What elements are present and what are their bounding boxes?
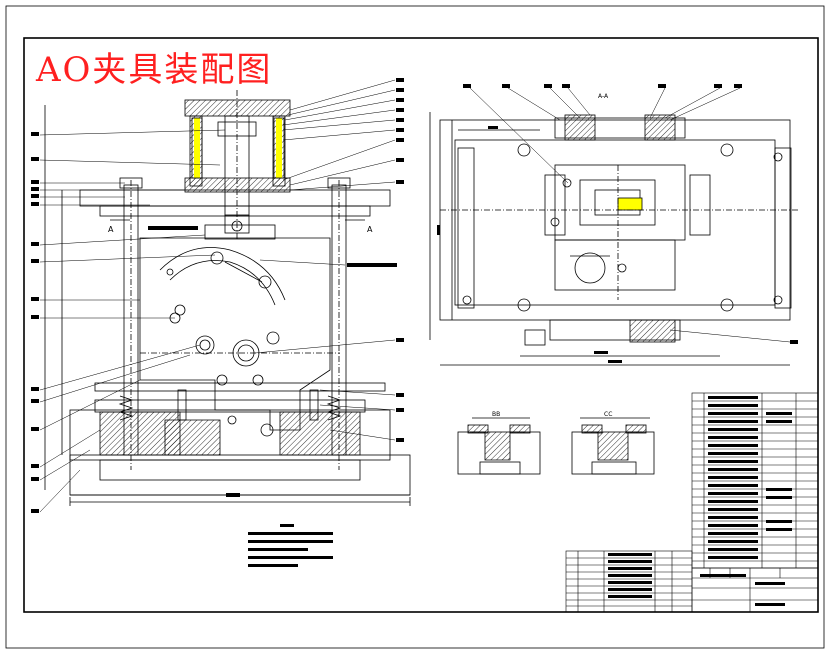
top-view [429,112,800,366]
parts-list-text-marks [608,396,792,606]
top-view-callouts [437,84,798,363]
drawing-title: AO夹具装配图 [36,50,273,90]
section-label-a-right: A [367,225,373,234]
section-label-bb: BB [492,411,500,418]
section-view-bb [457,417,541,475]
top-view-leaders [469,87,791,343]
front-view-callouts [31,78,404,513]
section-view-cc [571,417,655,475]
outer-frame [5,5,825,649]
front-view-leaders [39,79,396,513]
section-label-cc: CC [604,411,612,418]
section-label-a-left: A [108,225,114,234]
front-view [44,90,411,506]
parts-list-table [565,392,819,613]
technical-notes [248,524,333,567]
section-label-a-to: A-A [598,93,609,100]
inner-frame [23,37,819,613]
